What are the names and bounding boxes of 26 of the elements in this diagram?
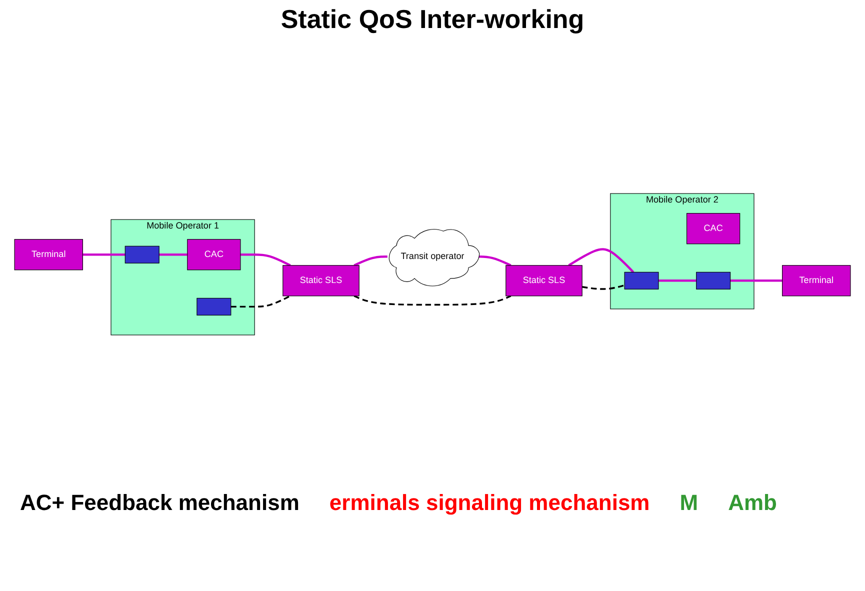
node-box	[696, 272, 731, 290]
node-box: CAC	[187, 238, 241, 270]
connector	[82, 253, 126, 256]
node-box: Terminal	[782, 264, 851, 296]
slide-text: Amb	[728, 490, 777, 516]
connector	[478, 255, 512, 266]
connector	[159, 253, 188, 256]
node-box	[624, 272, 659, 290]
node-box	[124, 246, 160, 264]
node-box: Static SLS	[506, 264, 582, 296]
connector	[240, 253, 291, 266]
connector	[230, 294, 291, 308]
node-box	[196, 298, 232, 316]
slide-text: AC+ Feedback mechanism	[20, 490, 300, 516]
slide-text: erminals signaling mechanism	[329, 490, 650, 516]
connector	[730, 279, 782, 282]
connector	[658, 279, 696, 282]
node-box: CAC	[686, 212, 740, 244]
slide-title: Static QoS Inter-working	[280, 4, 586, 35]
slide-text: M	[680, 490, 698, 516]
connector	[582, 284, 625, 290]
connector	[354, 294, 512, 306]
connector	[568, 248, 634, 273]
connector	[354, 255, 388, 266]
node-box: Terminal	[14, 238, 83, 270]
node-box: Static SLS	[282, 264, 360, 296]
